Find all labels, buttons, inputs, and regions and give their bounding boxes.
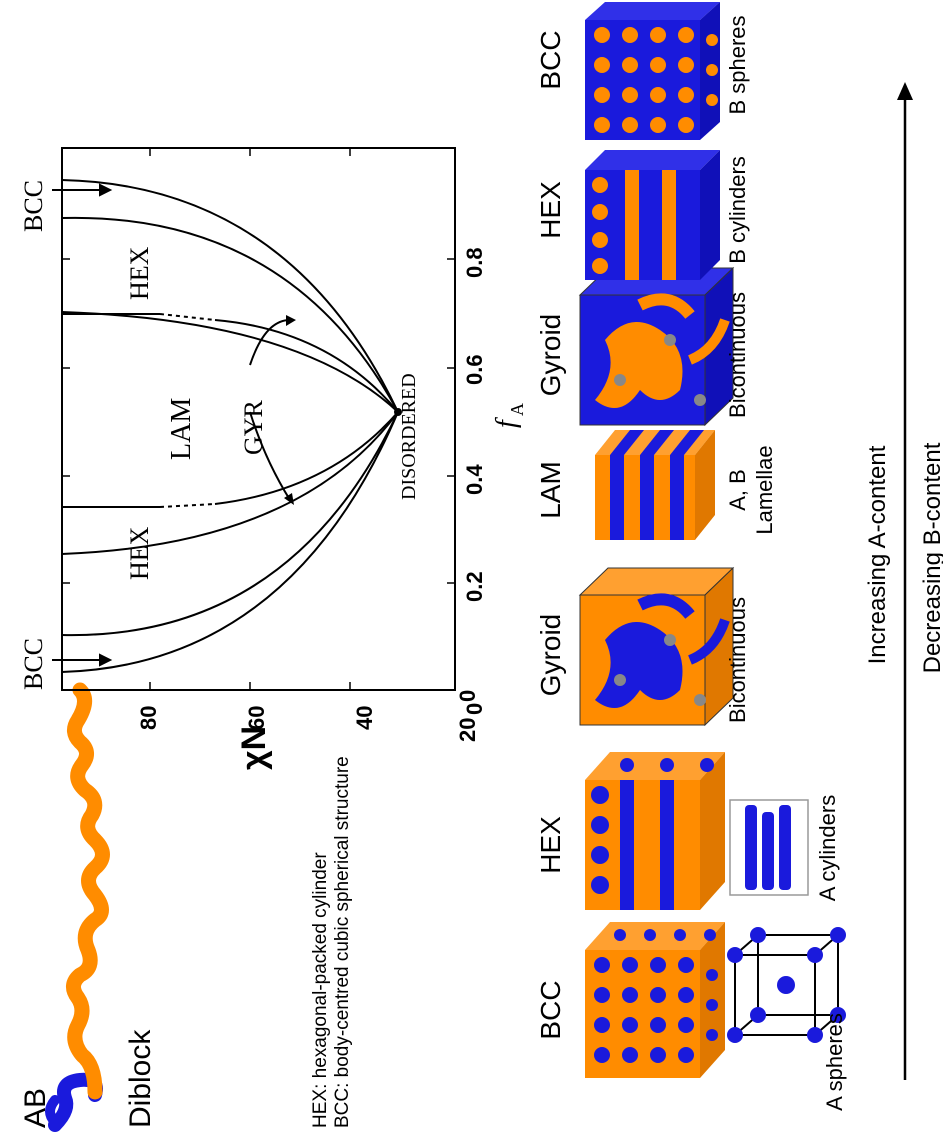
- decreasing-b-content-label: Decreasing B-content: [919, 442, 943, 673]
- region-label-hex-right: HEX: [125, 246, 154, 300]
- region-label-gyr: GYR: [239, 399, 268, 455]
- legend-hex-definition: HEX: hexagonal-packed cylinder: [310, 852, 331, 1128]
- x-tick-label: 0.6: [462, 354, 487, 385]
- region-label-hex-left: HEX: [125, 526, 154, 580]
- phase-boundaries: [61, 179, 399, 673]
- morphology-hex-b: [585, 150, 720, 280]
- morphology-title: HEX: [535, 181, 566, 239]
- morphology-caption: B spheres: [725, 15, 750, 114]
- copolymer-type-label: AB: [19, 1088, 52, 1128]
- y-tick-label: 0: [455, 690, 480, 702]
- hex-cylinders-icon: [729, 799, 809, 896]
- copolymer-name-label: Diblock: [124, 1029, 157, 1128]
- y-tick-label: 20: [455, 718, 480, 742]
- morphology-hex-a: [585, 752, 725, 910]
- morphology-caption-line2: Lamellae: [752, 445, 777, 534]
- region-label-lam: LAM: [166, 398, 197, 460]
- morphology-caption-line1: A, B: [725, 469, 750, 511]
- morphology-bcc-a: [585, 922, 725, 1078]
- morphology-title: BCC: [535, 30, 566, 89]
- morphology-title: Gyroid: [535, 314, 566, 396]
- morphology-title: HEX: [535, 816, 566, 874]
- legend-bcc-definition: BCC: body-centred cubic spherical struct…: [332, 756, 353, 1128]
- morphology-title: BCC: [535, 980, 566, 1039]
- x-tick-label: 0.8: [462, 247, 487, 278]
- morphology-title: Gyroid: [535, 614, 566, 696]
- y-tick-label: 40: [352, 706, 377, 730]
- morphology-gyroid-a: [578, 566, 735, 727]
- morphology-caption: B cylinders: [725, 156, 750, 264]
- critical-point: [394, 408, 402, 416]
- x-axis-label: f A: [491, 403, 527, 428]
- morphology-caption: A cylinders: [815, 795, 840, 901]
- morphology-lamellae: [595, 430, 715, 540]
- morphology-caption: Bicontinuous: [725, 597, 750, 723]
- x-axis-label-main: f: [491, 417, 522, 428]
- region-label-disordered: DISORDERED: [398, 373, 420, 500]
- y-tick-label: 80: [136, 706, 161, 730]
- y-tick-label: 60: [244, 706, 269, 730]
- diblock-chain-icon: [45, 682, 110, 1132]
- morphology-caption: A spheres: [822, 1013, 847, 1111]
- y-axis-label: χN: [235, 726, 273, 770]
- bcc-unit-cell-icon: [727, 927, 846, 1043]
- x-tick-label: 0.2: [462, 571, 487, 602]
- x-axis-label-subscript: A: [507, 403, 527, 416]
- morphology-caption: Bicontinuous: [725, 292, 750, 418]
- composition-arrow-icon: [897, 82, 913, 1080]
- metastable-boundaries: [159, 313, 216, 508]
- phase-diagram-frame: [61, 147, 456, 691]
- phase-diagram: BCC BCC HEX HEX LAM GYR DISORDERED 0 20 …: [19, 147, 527, 770]
- x-tick-label: 0.4: [462, 464, 487, 495]
- region-label-bcc-left: BCC: [19, 638, 48, 690]
- morphology-gyroid-b: [578, 266, 735, 427]
- region-label-bcc-right: BCC: [19, 180, 48, 232]
- gyr-arrows: [249, 319, 291, 501]
- morphology-title: LAM: [535, 461, 566, 519]
- morphology-bcc-b: [585, 2, 720, 140]
- x-tick-label: 0: [462, 703, 487, 715]
- increasing-a-content-label: Increasing A-content: [864, 445, 891, 664]
- bcc-arrows: [52, 183, 113, 667]
- axis-ticks: [62, 148, 455, 691]
